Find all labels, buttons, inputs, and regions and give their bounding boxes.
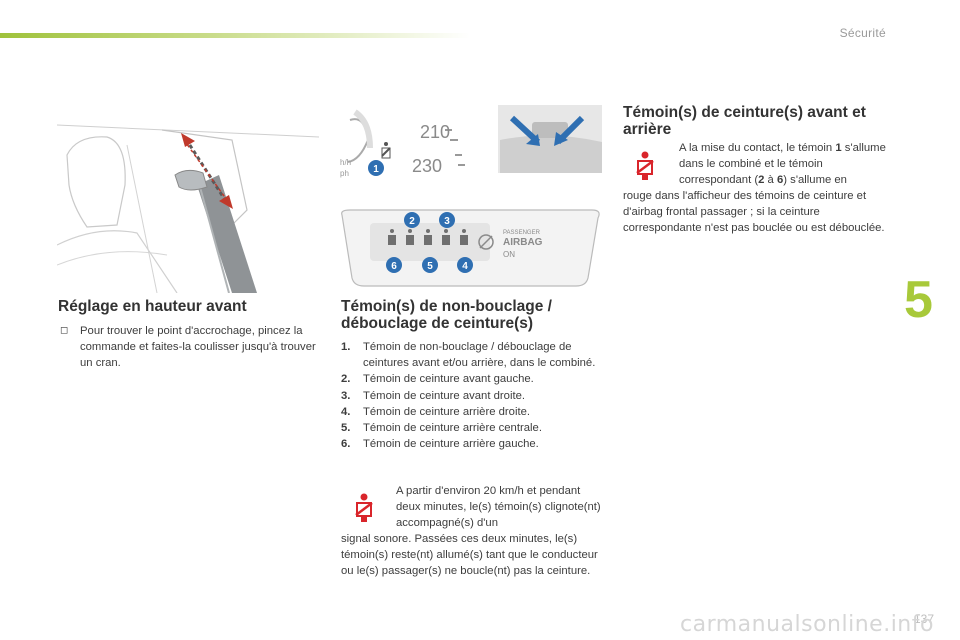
speed-label-230: 230 [412,156,442,176]
list-item: 5.Témoin de ceinture arrière centrale. [341,422,542,435]
speedometer-ticks [445,129,465,166]
header-accent-bar [0,33,470,38]
section-heading-height-adjust: Réglage en hauteur avant [58,298,247,315]
ignition-indicator-text-continued: rouge dans l'afficheur des témoins de ce… [623,190,885,235]
list-item: 3.Témoin de ceinture avant droite. [341,389,526,402]
section-title: Sécurité [839,26,886,40]
list-item: 2.Témoin de ceinture avant gauche. [341,373,534,386]
height-adjust-instruction: ◻ Pour trouver le point d'accrochage, pi… [60,323,322,372]
instruction-text: Pour trouver le point d'accrochage, pinc… [80,325,316,370]
seatbelt-height-illustration [57,124,319,293]
list-item: 6.Témoin de ceinture arrière gauche. [341,438,539,451]
section-heading-front-rear-indicators: Témoin(s) de ceinture(s) avant et arrièr… [623,104,866,138]
callout-2: 2 [404,212,420,228]
callout-5: 5 [422,257,438,273]
section-heading-unbuckled-warning: Témoin(s) de non-bouclage / débouclage d… [341,298,552,332]
list-item: 4.Témoin de ceinture arrière droite. [341,405,531,418]
airbag-passenger-label: PASSENGER [503,230,541,236]
callout-6: 6 [386,257,402,273]
svg-text:ph: ph [340,169,349,178]
seatbelt-indicator-illustration: 210 230 h/h ph PASSENGER AIRBAG ON 1 2 3… [340,100,602,287]
callout-3: 3 [439,212,455,228]
chapter-number: 5 [904,271,933,329]
svg-text:5: 5 [427,261,433,272]
bullet-icon: ◻ [60,325,69,336]
svg-text:3: 3 [444,216,450,227]
ignition-indicator-text: A la mise du contact, le témoin 1 s'allu… [679,142,886,187]
watermark: carmanualsonline.info [680,612,934,637]
indicator-list: 1.Témoin de non-bouclage / débouclage de… [341,339,603,452]
svg-text:1: 1 [373,164,379,175]
svg-text:2: 2 [409,216,415,227]
airbag-title-label: AIRBAG [503,237,543,248]
svg-text:h/h: h/h [340,158,351,167]
svg-text:6: 6 [391,261,397,272]
callout-4: 4 [457,257,473,273]
list-item: 1.Témoin de non-bouclage / débouclage de… [341,341,596,370]
page-number: 137 [914,612,935,626]
seatbelt-warning-icon [636,151,654,180]
callout-1: 1 [368,160,384,176]
svg-text:4: 4 [462,261,468,272]
airbag-state-label: ON [503,250,515,259]
speed-warning-text: A partir d'environ 20 km/h et pendant de… [396,485,601,530]
seatbelt-warning-icon [355,493,373,522]
speed-warning-text-continued: signal sonore. Passées ces deux minutes,… [341,533,598,578]
belt-icon-cluster [381,142,391,159]
speed-label-210: 210 [420,122,450,142]
